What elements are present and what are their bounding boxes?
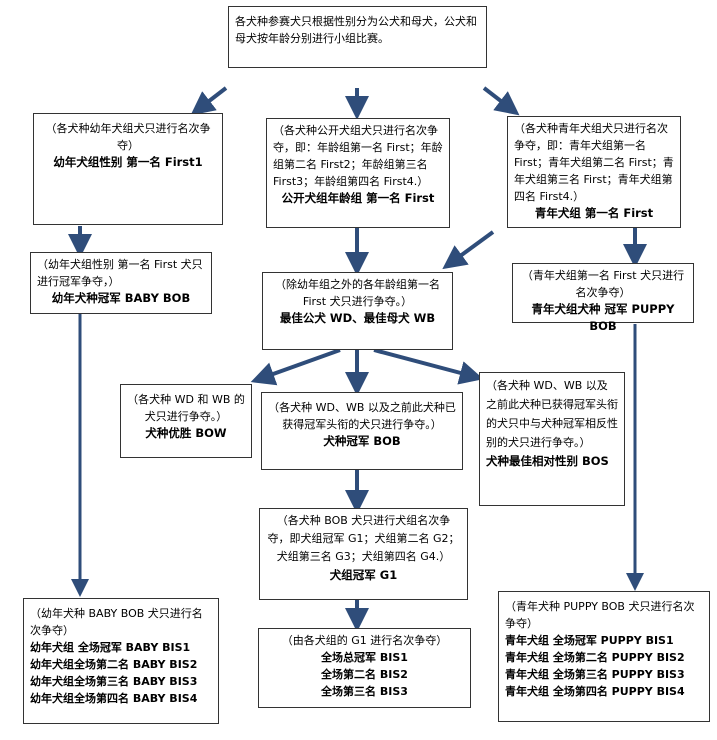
puppy-bis-line-1: 青年犬组 全场冠军 PUPPY BIS1 bbox=[505, 634, 674, 647]
baby-bob-box: （幼年犬组性别 第一名 First 犬只进行冠军争夺，） 幼年犬种冠军 BABY… bbox=[30, 252, 212, 314]
top-desc: 各犬种参赛犬只根据性别分为公犬和母犬，公犬和母犬按年龄分别进行小组比赛。 bbox=[235, 15, 477, 45]
baby-bis-line-3: 幼年犬组全场第三名 BABY BIS3 bbox=[30, 675, 198, 688]
top-box: 各犬种参赛犬只根据性别分为公犬和母犬，公犬和母犬按年龄分别进行小组比赛。 bbox=[228, 6, 487, 68]
puppy-bis-line-2: 青年犬组 全场第二名 PUPPY BIS2 bbox=[505, 651, 685, 664]
open-group-title: 公开犬组年龄组 第一名 First bbox=[281, 191, 435, 205]
youth-group-title: 青年犬组 第一名 First bbox=[534, 206, 654, 220]
bob-desc: （各犬种 WD、WB 以及之前此犬种已获得冠军头衔的犬只进行争夺。） bbox=[268, 401, 456, 431]
bis-line-1: 全场总冠军 BIS1 bbox=[321, 651, 408, 664]
arrow-wd-wb-to-bos bbox=[373, 348, 484, 385]
youth-group-box: （各犬种青年犬组犬只进行名次争夺，即：青年犬组第一名 First；青年犬组第二名… bbox=[507, 116, 681, 228]
open-group-box: （各犬种公开犬组犬只进行名次争夺，即：年龄组第一名 First；年龄组第二名 F… bbox=[266, 118, 450, 228]
arrow-top-to-baby-group bbox=[190, 86, 228, 116]
g1-title: 犬组冠军 G1 bbox=[329, 568, 398, 582]
puppy-bob-box: （青年犬组第一名 First 犬只进行名次争夺） 青年犬组犬种 冠军 PUPPY… bbox=[512, 263, 694, 333]
wd-wb-box: （除幼年组之外的各年龄组第一名 First 犬只进行争夺。） 最佳公犬 WD、最… bbox=[262, 272, 453, 350]
bos-title: 犬种最佳相对性别 BOS bbox=[486, 454, 609, 468]
baby-bis-box: （幼年犬种 BABY BOB 犬只进行名次争夺） 幼年犬组 全场冠军 BABY … bbox=[23, 598, 219, 724]
baby-bob-desc: （幼年犬组性别 第一名 First 犬只进行冠军争夺，） bbox=[37, 258, 203, 288]
puppy-bis-line-3: 青年犬组 全场第三名 PUPPY BIS3 bbox=[505, 668, 685, 681]
puppy-bis-line-4: 青年犬组 全场第四名 PUPPY BIS4 bbox=[505, 685, 685, 698]
g1-box: （各犬种 BOB 犬只进行犬组名次争夺，即犬组冠军 G1；犬组第二名 G2；犬组… bbox=[259, 508, 468, 600]
bos-box: （各犬种 WD、WB 以及之前此犬种已获得冠军头衔的犬只中与犬种冠军相反性别的犬… bbox=[479, 372, 625, 506]
bow-box: （各犬种 WD 和 WB 的犬只进行争夺。） 犬种优胜 BOW bbox=[120, 384, 252, 458]
bob-title: 犬种冠军 BOB bbox=[323, 434, 401, 448]
puppy-bis-desc: （青年犬种 PUPPY BOB 犬只进行名次争夺） bbox=[505, 600, 695, 630]
puppy-bis-box: （青年犬种 PUPPY BOB 犬只进行名次争夺） 青年犬组 全场冠军 PUPP… bbox=[498, 591, 710, 722]
baby-bob-title: 幼年犬种冠军 BABY BOB bbox=[51, 291, 191, 305]
arrow-top-to-youth-group bbox=[482, 86, 520, 116]
open-group-desc: （各犬种公开犬组犬只进行名次争夺，即：年龄组第一名 First；年龄组第二名 F… bbox=[273, 124, 443, 188]
bow-desc: （各犬种 WD 和 WB 的犬只进行争夺。） bbox=[127, 393, 245, 423]
wd-wb-desc: （除幼年组之外的各年龄组第一名 First 犬只进行争夺。） bbox=[275, 278, 440, 308]
bow-title: 犬种优胜 BOW bbox=[145, 426, 227, 440]
puppy-bob-desc: （青年犬组第一名 First 犬只进行名次争夺） bbox=[521, 269, 685, 299]
baby-group-desc: （各犬种幼年犬组犬只进行名次争夺） bbox=[45, 122, 211, 152]
bos-desc: （各犬种 WD、WB 以及之前此犬种已获得冠军头衔的犬只中与犬种冠军相反性别的犬… bbox=[486, 379, 618, 449]
arrow-wd-wb-to-bow bbox=[250, 348, 341, 386]
puppy-bob-title: 青年犬组犬种 冠军 PUPPY BOB bbox=[531, 302, 675, 333]
bob-box: （各犬种 WD、WB 以及之前此犬种已获得冠军头衔的犬只进行争夺。） 犬种冠军 … bbox=[261, 392, 463, 470]
youth-group-desc: （各犬种青年犬组犬只进行名次争夺，即：青年犬组第一名 First；青年犬组第二名… bbox=[514, 122, 674, 203]
arrow-youth-group-to-wd-wb bbox=[442, 230, 495, 270]
baby-bis-line-4: 幼年犬组全场第四名 BABY BIS4 bbox=[30, 692, 198, 705]
bis-desc: （由各犬组的 G1 进行名次争夺） bbox=[281, 634, 448, 647]
g1-desc: （各犬种 BOB 犬只进行犬组名次争夺，即犬组冠军 G1；犬组第二名 G2；犬组… bbox=[267, 514, 460, 563]
baby-bis-line-1: 幼年犬组 全场冠军 BABY BIS1 bbox=[30, 641, 191, 654]
baby-group-box: （各犬种幼年犬组犬只进行名次争夺） 幼年犬组性别 第一名 First1 bbox=[33, 113, 223, 225]
baby-bis-desc: （幼年犬种 BABY BOB 犬只进行名次争夺） bbox=[30, 607, 203, 637]
bis-line-3: 全场第三名 BIS3 bbox=[321, 685, 408, 698]
bis-line-2: 全场第二名 BIS2 bbox=[321, 668, 408, 681]
baby-bis-line-2: 幼年犬组全场第二名 BABY BIS2 bbox=[30, 658, 198, 671]
wd-wb-title: 最佳公犬 WD、最佳母犬 WB bbox=[279, 311, 436, 325]
bis-box: （由各犬组的 G1 进行名次争夺） 全场总冠军 BIS1 全场第二名 BIS2 … bbox=[258, 628, 471, 708]
baby-group-title: 幼年犬组性别 第一名 First1 bbox=[53, 155, 203, 169]
